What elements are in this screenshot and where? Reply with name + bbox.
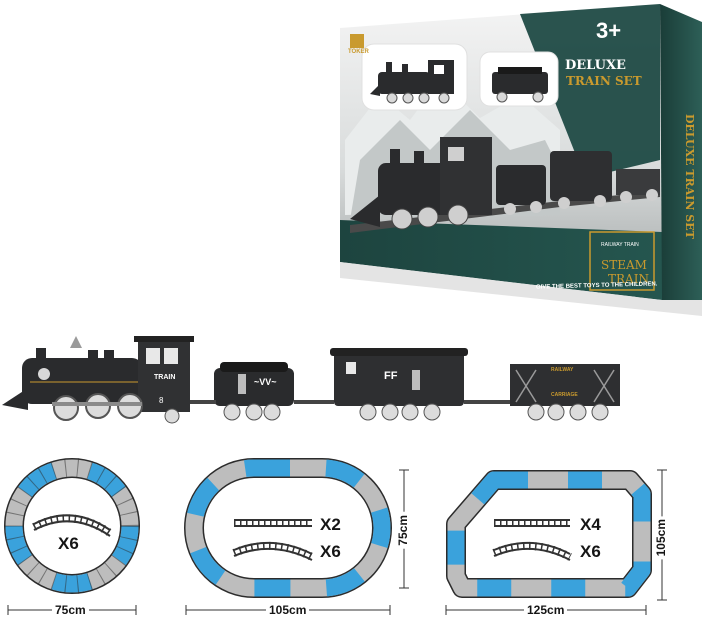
oval-height-label: 75cm: [396, 512, 410, 549]
brand-logo: TOKER: [348, 49, 369, 55]
engine-number: 8: [159, 396, 164, 405]
track-layouts: X6 75cm X2 X6 105cm 75cm X4 X6 125cm 105…: [0, 440, 703, 619]
long-oval-curved-qty: X6: [580, 542, 601, 561]
box-title-line1: DELUXE: [565, 58, 626, 73]
layout-oval: [184, 458, 409, 615]
layout-long-oval: [445, 469, 667, 615]
locomotive: [2, 336, 194, 424]
wagon-label2: CARRIAGE: [551, 392, 578, 398]
boxcar-label: FF: [384, 370, 398, 382]
wagon-label1: RAILWAY: [551, 367, 574, 373]
oval-curved-qty: X6: [320, 542, 341, 561]
train-lineup: TRAIN 8 ~VV~ FF RAILWAY CARRIAGE: [0, 330, 703, 430]
box-title-line2: TRAIN SET: [566, 74, 642, 88]
circle-curved-qty: X6: [58, 534, 79, 553]
age-label: 3+: [596, 18, 622, 43]
product-box: 3+ TOKER DELUXE TRAIN SET DELUXE TRAIN S…: [340, 4, 702, 316]
open-wagon: [510, 364, 620, 421]
layout-circle: [4, 458, 140, 615]
oval-straight-qty: X2: [320, 515, 341, 534]
long-oval-height-label: 105cm: [654, 516, 668, 560]
boxcar: [330, 348, 468, 421]
badge-main-line1: STEAM: [601, 258, 647, 272]
long-oval-straight-qty: X4: [580, 515, 601, 534]
tender-car: [214, 362, 294, 421]
badge-small-text: RAILWAY TRAIN: [601, 242, 639, 248]
circle-width-label: 75cm: [52, 603, 89, 617]
box-side-title: DELUXE TRAIN SET: [683, 114, 696, 239]
tender-text: ~VV~: [254, 377, 277, 387]
engine-label: TRAIN: [154, 374, 176, 381]
badge-main-line2: TRAIN: [608, 272, 649, 286]
long-oval-width-label: 125cm: [524, 603, 568, 617]
oval-width-label: 105cm: [266, 603, 310, 617]
